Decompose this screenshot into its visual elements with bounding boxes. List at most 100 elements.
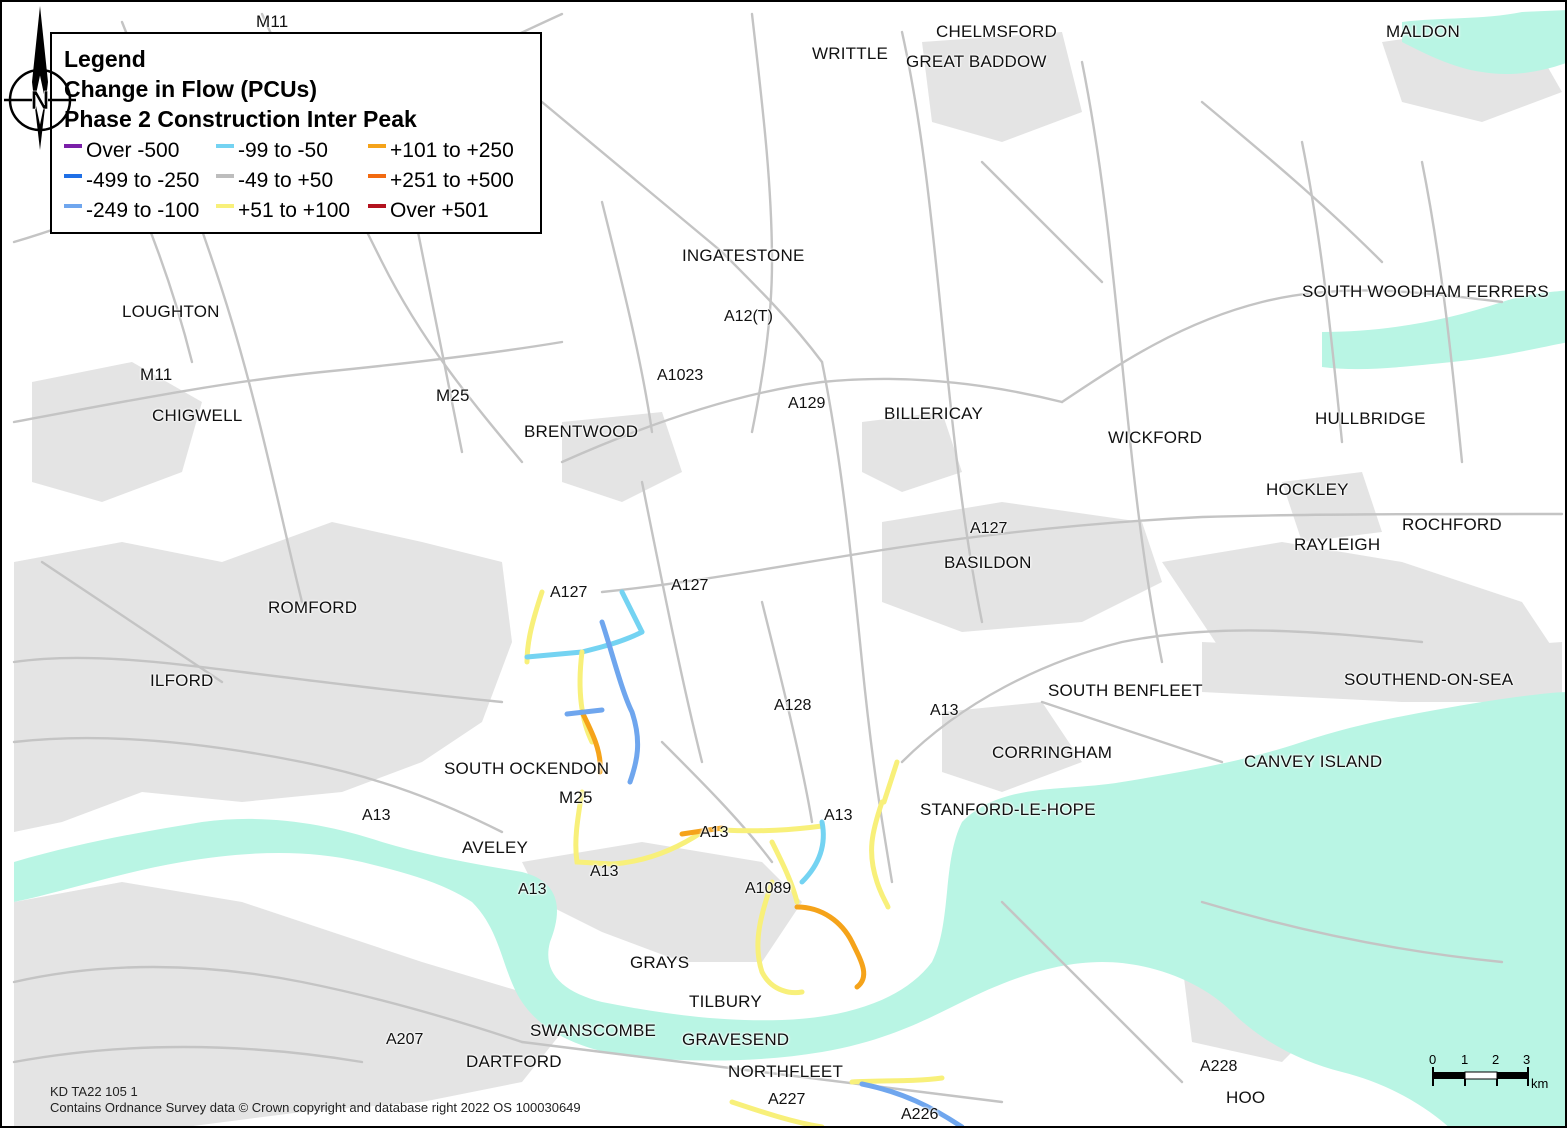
legend-item: +251 to +500 (368, 166, 528, 196)
map-reference: KD TA22 105 1 (50, 1084, 138, 1099)
legend-item-label: +51 to +100 (238, 199, 351, 222)
place-south-benfleet: SOUTH BENFLEET (1048, 681, 1203, 700)
legend-swatch (368, 204, 386, 208)
label-m11-north: M11 (256, 12, 289, 31)
place-ilford: ILFORD (150, 671, 214, 690)
place-southend-on-sea: SOUTHEND-ON-SEA (1344, 670, 1514, 689)
scale-bar-graphic (1432, 1067, 1529, 1086)
road-a227: A227 (768, 1091, 806, 1108)
road-a127-east: A127 (970, 520, 1008, 537)
place-romford: ROMFORD (268, 598, 358, 617)
place-south-woodham-ferrers: SOUTH WOODHAM FERRERS (1302, 282, 1549, 301)
legend-subtitle-flow: Change in Flow (PCUs) (64, 76, 317, 102)
legend-item: -49 to +50 (216, 166, 368, 196)
legend-item-label: Over +501 (390, 199, 489, 222)
place-grays: GRAYS (630, 953, 690, 972)
place-stanford-le-hope: STANFORD-LE-HOPE (920, 800, 1096, 819)
legend-swatch (216, 174, 234, 178)
map-legend: Legend Change in Flow (PCUs) Phase 2 Con… (50, 32, 542, 234)
north-label: N (31, 85, 50, 115)
place-rayleigh: RAYLEIGH (1294, 535, 1381, 554)
legend-item: -249 to -100 (64, 196, 216, 226)
place-south-ockendon: SOUTH OCKENDON (444, 759, 610, 778)
legend-subtitle-phase: Phase 2 Construction Inter Peak (64, 106, 417, 132)
scale-unit: km (1531, 1076, 1549, 1091)
legend-swatch (368, 174, 386, 178)
place-swanscombe: SWANSCOMBE (530, 1021, 657, 1040)
road-a13-ne: A13 (930, 702, 959, 719)
place-hullbridge: HULLBRIDGE (1315, 409, 1426, 428)
place-maldon: MALDON (1386, 22, 1460, 41)
legend-item-label: -99 to -50 (238, 139, 328, 162)
place-gravesend: GRAVESEND (682, 1030, 790, 1049)
road-a127-west: A127 (550, 584, 588, 601)
north-arrow-icon: N (4, 6, 76, 150)
road-a1089: A1089 (745, 880, 792, 897)
place-ingatestone: INGATESTONE (682, 246, 805, 265)
place-basildon: BASILDON (944, 553, 1032, 572)
road-a13-south: A13 (590, 863, 619, 880)
road-a13-centre: A13 (700, 824, 729, 841)
place-billericay: BILLERICAY (884, 404, 984, 423)
legend-swatch (368, 144, 386, 148)
legend-item: +51 to +100 (216, 196, 368, 226)
road-a13-sw: A13 (518, 881, 547, 898)
scale-bar: 0 1 2 3 km (1427, 1052, 1557, 1102)
road-a129: A129 (788, 395, 826, 412)
place-hoo: HOO (1226, 1088, 1266, 1107)
road-a1023: A1023 (657, 367, 704, 384)
legend-item-label: -249 to -100 (86, 199, 200, 222)
place-canvey-island: CANVEY ISLAND (1244, 752, 1383, 771)
legend-item: -499 to -250 (64, 166, 216, 196)
water-bodies (14, 10, 1565, 1126)
label-m25: M25 (559, 788, 593, 807)
road-a207: A207 (386, 1031, 424, 1048)
legend-item-label: -49 to +50 (238, 169, 334, 192)
road-a13-west: A13 (362, 807, 391, 824)
legend-heading: Legend (64, 46, 146, 72)
place-aveley: AVELEY (462, 838, 529, 857)
place-writtle: WRITTLE (812, 44, 889, 63)
map-credits: KD TA22 105 1 Contains Ordnance Survey d… (50, 1084, 581, 1116)
road-a228: A228 (1200, 1058, 1238, 1075)
copyright-notice: Contains Ordnance Survey data © Crown co… (50, 1100, 581, 1115)
road-a13-east: A13 (824, 807, 853, 824)
scale-tick-3: 3 (1523, 1052, 1531, 1067)
legend-item-label: -499 to -250 (86, 169, 200, 192)
place-loughton: LOUGHTON (122, 302, 220, 321)
place-corringham: CORRINGHAM (992, 743, 1113, 762)
road-a12t: A12(T) (724, 308, 773, 325)
flow-change-links (524, 589, 965, 1126)
legend-item-label: +251 to +500 (390, 169, 514, 192)
legend-swatch (64, 204, 82, 208)
place-dartford: DARTFORD (466, 1052, 562, 1071)
legend-item: +101 to +250 (368, 136, 528, 166)
scale-tick-0: 0 (1429, 1052, 1437, 1067)
legend-swatch (216, 144, 234, 148)
legend-item-label: Over -500 (86, 139, 180, 162)
place-rochford: ROCHFORD (1402, 515, 1502, 534)
legend-swatch (64, 144, 82, 148)
legend-item: -99 to -50 (216, 136, 368, 166)
place-chigwell: CHIGWELL (152, 406, 243, 425)
place-brentwood: BRENTWOOD (524, 422, 639, 441)
legend-item: Over -500 (64, 136, 216, 166)
legend-swatch (64, 174, 82, 178)
road-a226: A226 (901, 1106, 939, 1123)
scale-tick-1: 1 (1461, 1052, 1469, 1067)
urban-areas (14, 22, 1562, 1126)
place-chelmsford: CHELMSFORD (936, 22, 1058, 41)
road-a127-mid: A127 (671, 577, 709, 594)
road-a128: A128 (774, 697, 812, 714)
legend-items: Over -500 -99 to -50 +101 to +250 -499 t… (64, 136, 528, 226)
legend-item-label: +101 to +250 (390, 139, 514, 162)
label-m25-north: M25 (436, 386, 470, 405)
scale-tick-2: 2 (1492, 1052, 1500, 1067)
legend-swatch (216, 204, 234, 208)
place-great-baddow: GREAT BADDOW (906, 52, 1047, 71)
place-wickford: WICKFORD (1108, 428, 1203, 447)
place-tilbury: TILBURY (689, 992, 762, 1011)
legend-item: Over +501 (368, 196, 528, 226)
